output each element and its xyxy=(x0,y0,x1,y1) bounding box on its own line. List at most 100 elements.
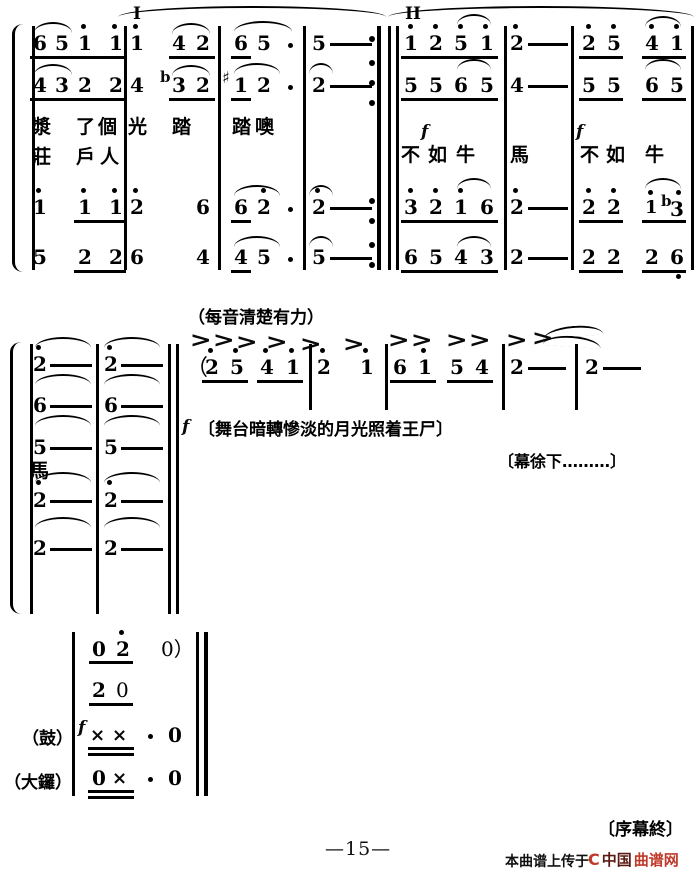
lyric: 踏 xyxy=(172,116,192,138)
beam xyxy=(642,98,686,101)
octave-dot xyxy=(261,188,266,193)
note: 2 xyxy=(429,195,443,219)
beam xyxy=(401,220,498,223)
note: 5 xyxy=(257,245,271,269)
octave-dot xyxy=(513,24,518,29)
octave-dot xyxy=(36,188,41,193)
beam xyxy=(579,98,623,101)
octave-dot xyxy=(408,188,413,193)
note: 2 xyxy=(196,31,210,55)
barline-system-start xyxy=(30,344,33,614)
note: 0 xyxy=(92,637,106,661)
flat-accidental: b xyxy=(661,192,672,210)
note: 4 xyxy=(33,73,47,97)
beam xyxy=(88,753,134,756)
beam xyxy=(231,270,251,273)
accent-mark: > xyxy=(212,328,235,352)
note: 1 xyxy=(109,31,123,55)
repeat-dot xyxy=(369,60,375,66)
slur-r2-m3 xyxy=(234,63,280,74)
slur-r2-m6 xyxy=(645,59,681,70)
duration-dash xyxy=(50,364,92,367)
beam xyxy=(202,380,248,383)
beam xyxy=(74,270,126,273)
note: 2 xyxy=(582,245,596,269)
note: 1 xyxy=(404,31,418,55)
logo-c-icon: C xyxy=(588,849,600,869)
site-logo[interactable]: C 中国 曲谱网 xyxy=(588,849,679,870)
barline xyxy=(124,26,127,270)
note: 4 xyxy=(234,245,248,269)
note: 1 xyxy=(130,31,144,55)
octave-dot xyxy=(263,348,268,353)
sharp-accidental: ♯ xyxy=(222,68,230,87)
note: 2 xyxy=(104,488,118,512)
note: 6 xyxy=(670,245,684,269)
note: 5 xyxy=(450,355,464,379)
system-2: （每音清楚有力） 2 6 5 馬 2 2 2 6 5 xyxy=(0,300,700,620)
note: 2 xyxy=(205,355,219,379)
beam xyxy=(30,98,126,101)
lyric: 踏 xyxy=(232,116,252,138)
repeat-dot xyxy=(369,36,375,42)
dynamic-forte: f xyxy=(576,122,584,142)
octave-dot xyxy=(208,348,213,353)
duration-dash xyxy=(528,85,568,88)
barline xyxy=(575,344,578,410)
note: 2 xyxy=(585,355,599,379)
octave-dot xyxy=(320,348,325,353)
gong-stroke: × xyxy=(112,768,128,789)
note: 1 xyxy=(78,195,92,219)
dotted-note-dot xyxy=(288,257,293,262)
dotted-note-dot xyxy=(288,85,293,90)
tie xyxy=(104,517,160,528)
note: 2 xyxy=(510,355,524,379)
note: 5 xyxy=(230,355,244,379)
octave-dot xyxy=(112,24,117,29)
octave-dot xyxy=(36,480,41,485)
note: 4 xyxy=(172,31,186,55)
beam xyxy=(231,220,251,223)
barline-system-start xyxy=(32,26,35,270)
slur-r4-m3 xyxy=(234,236,280,247)
lyric: 不 xyxy=(401,144,421,166)
octave-dot xyxy=(133,188,138,193)
drum-stroke: × xyxy=(112,725,128,746)
note: 2 xyxy=(312,195,326,219)
octave-dot xyxy=(112,188,117,193)
beam xyxy=(88,796,134,799)
octave-dot xyxy=(233,348,238,353)
lyric: 如 xyxy=(428,144,448,166)
note: 1 xyxy=(418,355,432,379)
slur-r2-m2 xyxy=(172,65,210,76)
octave-dot-below xyxy=(676,274,681,279)
beam xyxy=(74,220,126,223)
note: 6 xyxy=(393,355,407,379)
lyric: 如 xyxy=(606,144,626,166)
duration-dash xyxy=(50,447,92,450)
lyric: 不 xyxy=(580,144,600,166)
double-barline-a xyxy=(168,344,171,614)
tie xyxy=(104,472,160,483)
octave-dot xyxy=(133,24,138,29)
note: 2 xyxy=(104,536,118,560)
repeat-dot xyxy=(369,100,375,106)
tie xyxy=(35,415,91,426)
note: 3 xyxy=(55,73,69,97)
duration-dash xyxy=(121,447,163,450)
note: 1 xyxy=(33,195,47,219)
octave-dot xyxy=(586,24,591,29)
accent-mark: > xyxy=(531,326,554,350)
accent-mark: > xyxy=(265,330,288,354)
duration-dash xyxy=(50,405,92,408)
accent-mark: > xyxy=(342,332,365,356)
lyric: 人 xyxy=(100,146,120,168)
tie xyxy=(104,337,160,348)
tie xyxy=(35,472,91,483)
beam xyxy=(642,220,686,223)
octave-dot xyxy=(107,480,112,485)
percussion-label-drum: （鼓） xyxy=(22,729,73,749)
note: 3 xyxy=(172,73,186,97)
barline xyxy=(385,344,388,410)
repeat-dot xyxy=(369,198,375,204)
